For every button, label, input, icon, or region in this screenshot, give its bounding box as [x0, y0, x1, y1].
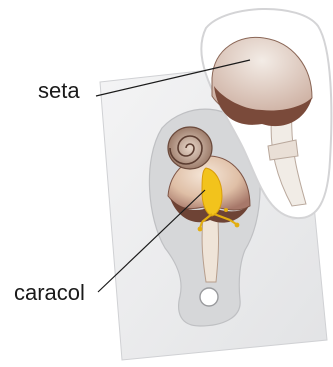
- card-hole: [200, 288, 218, 306]
- label-caracol: caracol: [14, 282, 85, 304]
- label-seta: seta: [38, 80, 80, 102]
- snail: [168, 127, 212, 169]
